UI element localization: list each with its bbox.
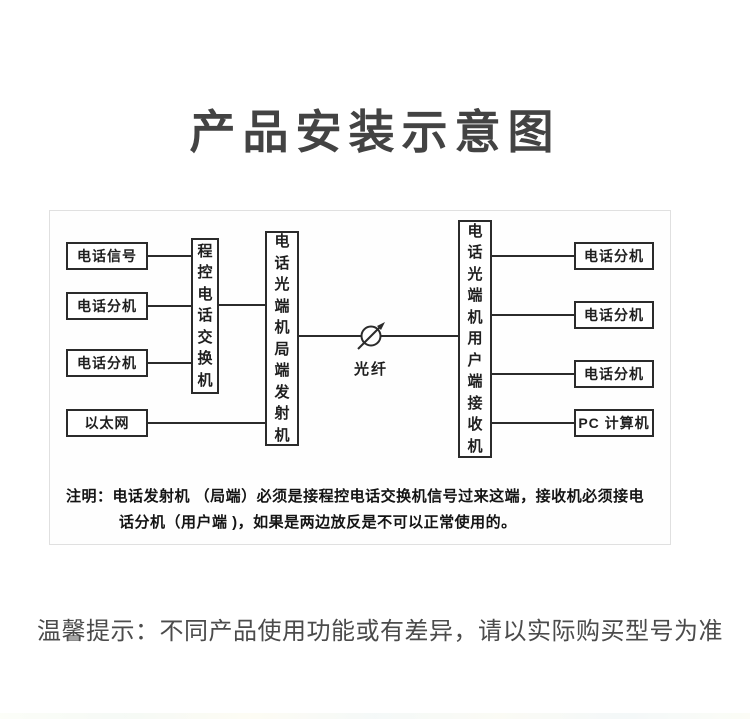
page-title: 产品安装示意图 bbox=[189, 106, 561, 158]
fiber-symbol-icon bbox=[357, 322, 385, 350]
node-pbx-exchange: 程控电话交换机 bbox=[191, 238, 219, 394]
note-line-1: 注明：电话发射机 （局端）必须是接程控电话交换机信号过来这端，接收机必须接电 bbox=[66, 488, 645, 505]
next-image-edge bbox=[0, 713, 750, 719]
wire-ethernet-to-transmitter bbox=[148, 422, 265, 424]
wire-ext2-to-exchange bbox=[148, 362, 191, 364]
diagram-panel: 电话信号 电话分机 电话分机 以太网 程控电话交换机 电话光端机局端发射机 光纤… bbox=[49, 210, 671, 545]
node-phone-ext-left-2: 电话分机 bbox=[66, 349, 148, 377]
note-line-2: 话分机（用户端 )，如果是两边放反是不可以正常使用的。 bbox=[119, 514, 517, 531]
node-phone-ext-left-1: 电话分机 bbox=[66, 292, 148, 320]
wire-receiver-to-ext2 bbox=[492, 314, 574, 316]
node-optical-transmitter: 电话光端机局端发射机 bbox=[265, 231, 299, 446]
node-pc-computer: PC 计算机 bbox=[574, 409, 654, 437]
node-ethernet: 以太网 bbox=[66, 409, 148, 437]
wire-ext1-to-exchange bbox=[148, 305, 191, 307]
warm-tip-text: 温馨提示：不同产品使用功能或有差异，请以实际购买型号为准 bbox=[37, 618, 723, 645]
node-optical-receiver: 电话光端机用户端接收机 bbox=[458, 220, 492, 458]
wire-signal-to-exchange bbox=[148, 255, 191, 257]
fiber-label: 光纤 bbox=[353, 361, 388, 378]
node-phone-ext-right-2: 电话分机 bbox=[574, 301, 654, 329]
wire-exchange-to-transmitter bbox=[219, 304, 265, 306]
node-phone-ext-right-1: 电话分机 bbox=[574, 242, 654, 270]
node-phone-ext-right-3: 电话分机 bbox=[574, 360, 654, 388]
wire-receiver-to-ext1 bbox=[492, 255, 574, 257]
node-phone-signal: 电话信号 bbox=[66, 242, 148, 270]
wire-receiver-to-ext3 bbox=[492, 373, 574, 375]
wire-receiver-to-pc bbox=[492, 422, 574, 424]
diagram-note: 注明：电话发射机 （局端）必须是接程控电话交换机信号过来这端，接收机必须接电 话… bbox=[66, 484, 662, 536]
